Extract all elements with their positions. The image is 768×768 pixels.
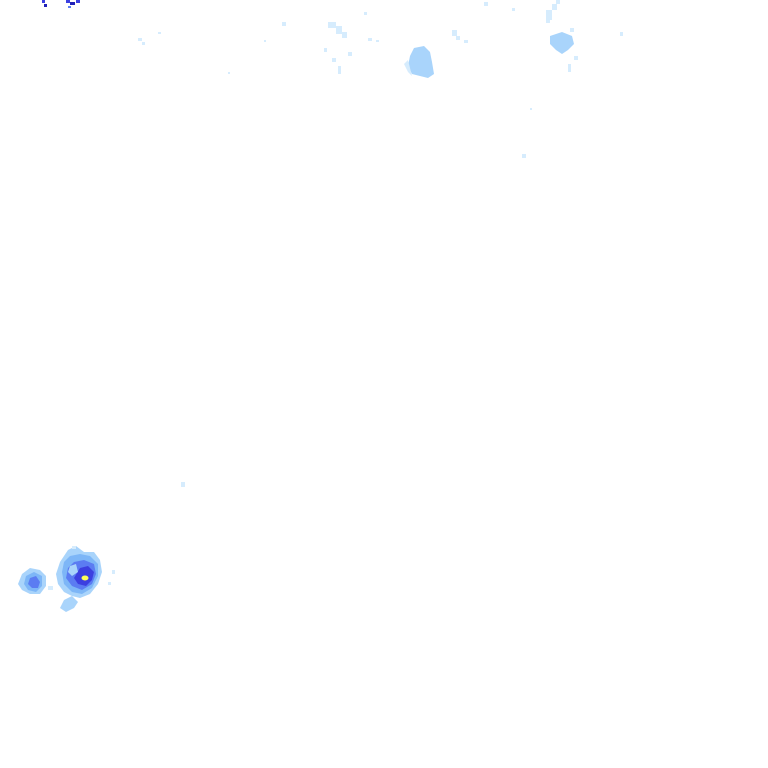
echo-cell xyxy=(44,4,47,7)
echo-cell xyxy=(264,40,266,42)
echo-cell-isolated xyxy=(181,482,185,487)
echo-cell xyxy=(76,0,80,3)
storm-cell-main-hole xyxy=(68,564,78,576)
echo-cell xyxy=(68,6,71,8)
echo-cell xyxy=(574,56,578,60)
echo-cell xyxy=(138,38,142,41)
echo-cell xyxy=(142,42,145,45)
echo-cell xyxy=(228,72,230,74)
echo-cluster-top xyxy=(138,2,623,158)
echo-cell xyxy=(484,2,488,6)
echo-cell xyxy=(112,570,115,574)
echo-blob xyxy=(408,46,434,78)
echo-blob xyxy=(550,32,574,54)
echo-cell xyxy=(368,38,372,41)
echo-cell xyxy=(620,32,623,36)
echo-cell xyxy=(66,0,70,3)
echo-cell xyxy=(338,66,341,74)
echo-cell xyxy=(376,40,379,42)
echo-cell xyxy=(552,4,557,10)
echo-cell xyxy=(364,12,367,15)
storm-cluster-bottom-left xyxy=(18,546,115,612)
echo-cell xyxy=(108,582,111,585)
echo-cell xyxy=(556,0,560,4)
echo-blob xyxy=(404,60,412,76)
echo-cell xyxy=(512,8,515,11)
storm-cell-west-core xyxy=(28,576,40,588)
storm-intense-core xyxy=(81,575,89,581)
echo-cell xyxy=(158,32,161,34)
echo-cell xyxy=(324,48,327,52)
echo-cell xyxy=(570,28,574,32)
echo-cell xyxy=(42,0,45,3)
echo-cell xyxy=(456,36,460,40)
echo-cell xyxy=(568,64,571,72)
echo-cluster-top-right xyxy=(546,0,574,54)
echo-cell xyxy=(336,26,342,34)
echo-cell xyxy=(282,22,286,26)
echo-cell xyxy=(72,546,76,549)
echo-cluster-top-center xyxy=(404,46,434,78)
echo-cell xyxy=(530,108,532,110)
storm-cell-south xyxy=(60,596,78,612)
echo-cell xyxy=(348,52,352,56)
echo-cell xyxy=(522,154,526,158)
echo-cell xyxy=(48,586,53,590)
echo-cell xyxy=(546,10,552,20)
echo-cell xyxy=(452,30,457,36)
echo-cell xyxy=(328,22,336,28)
echo-cell xyxy=(546,20,550,23)
echo-cluster-top-left xyxy=(42,0,80,8)
echo-cell xyxy=(464,40,468,43)
echo-cell xyxy=(332,58,336,62)
echo-cell xyxy=(70,2,75,5)
echo-cell xyxy=(342,32,347,38)
